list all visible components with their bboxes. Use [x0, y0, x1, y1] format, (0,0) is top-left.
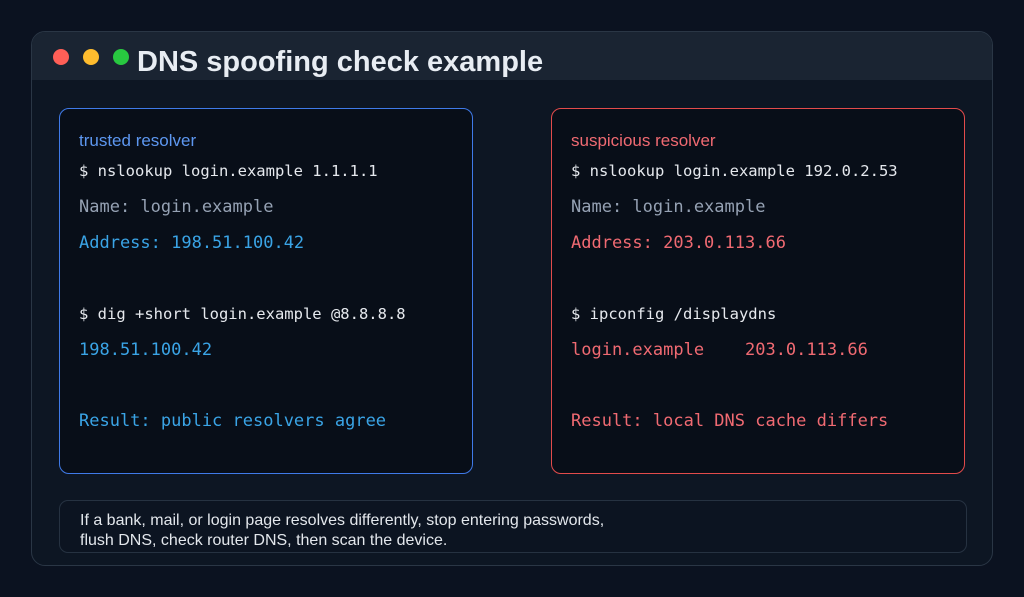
terminal-window: DNS spoofing check example trusted resol… [31, 31, 993, 566]
trusted-address-output: Address: 198.51.100.42 [79, 233, 305, 253]
trusted-result: Result: public resolvers agree [79, 411, 387, 431]
title-bar: DNS spoofing check example [32, 32, 992, 80]
trusted-resolver-heading: trusted resolver [79, 131, 197, 150]
suspicious-resolver-panel: suspicious resolver $ nslookup login.exa… [551, 108, 965, 474]
suspicious-dns-cache-output: login.example 203.0.113.66 [571, 340, 868, 360]
trusted-name-output: Name: login.example [79, 197, 274, 217]
trusted-dig-command: $ dig +short login.example @8.8.8.8 [79, 305, 406, 323]
suspicious-name-output: Name: login.example [571, 197, 766, 217]
window-title: DNS spoofing check example [137, 46, 544, 78]
advice-note-line-2: flush DNS, check router DNS, then scan t… [80, 532, 448, 549]
suspicious-resolver-heading: suspicious resolver [571, 131, 716, 150]
trusted-nslookup-command: $ nslookup login.example 1.1.1.1 [79, 162, 378, 180]
suspicious-address-output: Address: 203.0.113.66 [571, 233, 786, 253]
suspicious-ipconfig-command: $ ipconfig /displaydns [571, 305, 777, 323]
close-window-button[interactable] [53, 49, 69, 65]
trusted-resolver-panel: trusted resolver $ nslookup login.exampl… [59, 108, 473, 474]
advice-note: If a bank, mail, or login page resolves … [59, 500, 967, 553]
suspicious-result: Result: local DNS cache differs [571, 411, 889, 431]
suspicious-nslookup-command: $ nslookup login.example 192.0.2.53 [571, 162, 898, 180]
trusted-dig-output: 198.51.100.42 [79, 340, 213, 360]
minimize-window-button[interactable] [83, 49, 99, 65]
maximize-window-button[interactable] [113, 49, 129, 65]
advice-note-line-1: If a bank, mail, or login page resolves … [80, 512, 605, 529]
